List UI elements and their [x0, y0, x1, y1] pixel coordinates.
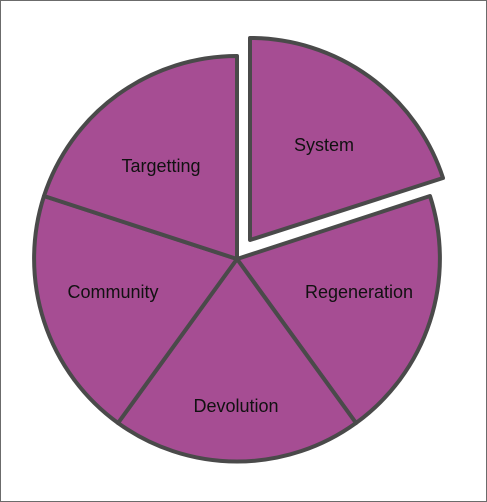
- segment-system: [248, 36, 445, 242]
- segment-community-label: Community: [67, 282, 158, 302]
- segment-regeneration: [235, 194, 442, 425]
- segment-targetting-label: Targetting: [121, 156, 200, 176]
- segment-devolution: [116, 257, 358, 464]
- segment-regeneration-label: Regeneration: [305, 282, 413, 302]
- segment-targetting: [42, 54, 239, 261]
- segment-community: [32, 194, 239, 425]
- segment-system-label: System: [294, 135, 354, 155]
- segment-devolution-label: Devolution: [193, 396, 278, 416]
